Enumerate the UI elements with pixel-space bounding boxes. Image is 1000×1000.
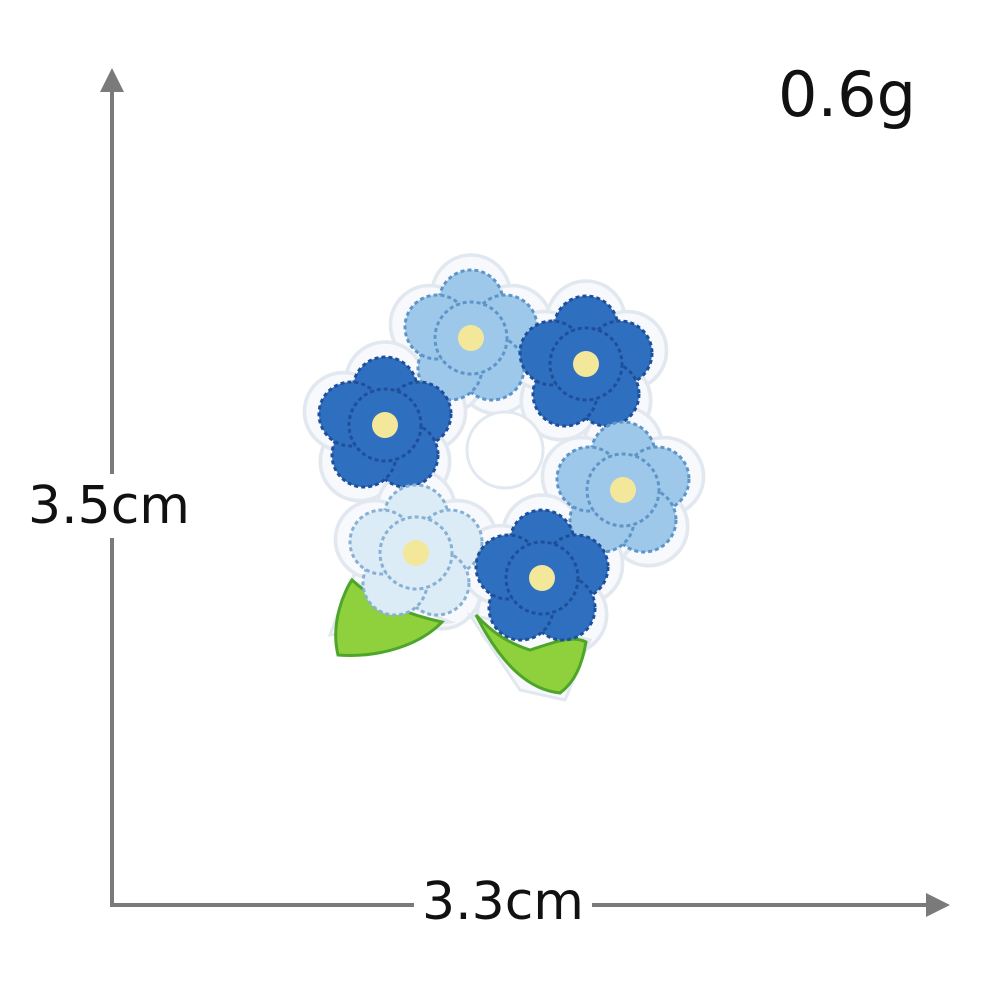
flower-bottom-left-pale — [348, 483, 484, 617]
flower-right-light — [555, 420, 691, 554]
flower-patch-image — [302, 253, 706, 702]
wreath-center-hole — [465, 410, 545, 490]
flower-top-light — [403, 268, 539, 402]
leaf-right — [474, 613, 588, 695]
up-arrow-icon — [100, 68, 124, 92]
width-label: 3.3cm — [414, 876, 592, 928]
right-arrow-icon — [926, 893, 950, 917]
flower-top-right-dark — [518, 294, 654, 428]
height-label: 3.5cm — [28, 474, 190, 538]
flower-bottom-dark — [474, 508, 610, 642]
flower-left-dark — [317, 355, 453, 489]
weight-label: 0.6g — [778, 58, 916, 131]
